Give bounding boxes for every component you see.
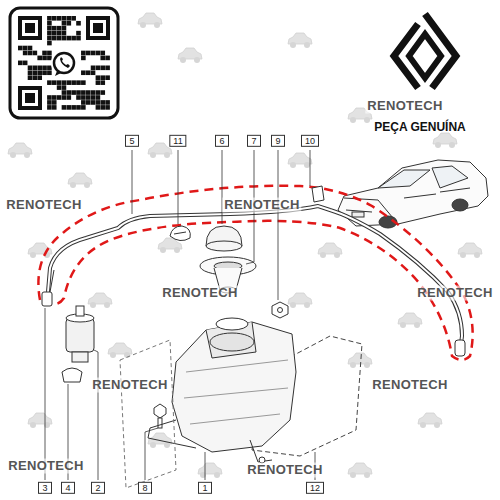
grommet-4 <box>62 368 82 382</box>
callout-number: 10 <box>301 135 319 147</box>
qr-code <box>10 8 118 118</box>
watermark-text: RENOTECH <box>4 198 83 213</box>
car-icon <box>418 413 442 428</box>
car-icon <box>318 243 342 258</box>
pump-2 <box>66 306 94 362</box>
car-icon <box>8 143 32 158</box>
car-icon <box>288 33 312 48</box>
callout-number: 9 <box>271 135 285 147</box>
clip-3 <box>42 292 52 306</box>
car-icon <box>288 293 312 308</box>
nut-9 <box>272 302 288 318</box>
watermark-text: RENOTECH <box>365 99 444 114</box>
leader-lines <box>45 150 315 480</box>
connector-11 <box>170 226 190 241</box>
cap-6 <box>206 226 242 251</box>
car-icon <box>178 48 202 63</box>
clip-10 <box>312 186 324 202</box>
watermark-text: RENOTECH <box>370 378 449 393</box>
car-icon <box>68 173 92 188</box>
car-icon <box>433 133 457 148</box>
callout-number: 1 <box>198 482 212 494</box>
car-icon <box>458 243 482 258</box>
car-icon <box>108 343 132 358</box>
callout-number: 5 <box>125 135 139 147</box>
car-sketch <box>338 160 488 228</box>
callout-number: 4 <box>61 482 75 494</box>
callout-number: 3 <box>38 482 52 494</box>
watermark-text: RENOTECH <box>6 459 85 474</box>
car-icon <box>348 463 372 478</box>
watermark-text: RENOTECH <box>415 286 494 301</box>
callout-number: 2 <box>91 482 105 494</box>
car-icon <box>288 153 312 168</box>
mount-outline <box>120 340 176 488</box>
callout-number: 7 <box>247 135 261 147</box>
watermark-cars <box>8 13 482 478</box>
watermark-text: RENOTECH <box>90 378 169 393</box>
callout-number: 6 <box>215 135 229 147</box>
brand-logo <box>394 14 456 88</box>
watermark-text: RENOTECH <box>160 286 239 301</box>
callout-number: 12 <box>306 482 324 494</box>
watermark-text: RENOTECH <box>222 198 301 213</box>
car-icon <box>88 293 112 308</box>
reservoir-1 <box>148 318 296 463</box>
car-icon <box>28 413 52 428</box>
callout-number: 11 <box>169 135 186 147</box>
watermark-text: RENOTECH <box>245 463 324 478</box>
brand-text: PEÇA GENUÍNA <box>374 121 466 135</box>
callout-number: 8 <box>138 482 152 494</box>
car-icon <box>398 313 422 328</box>
car-icon <box>138 13 162 28</box>
car-icon <box>198 463 222 478</box>
